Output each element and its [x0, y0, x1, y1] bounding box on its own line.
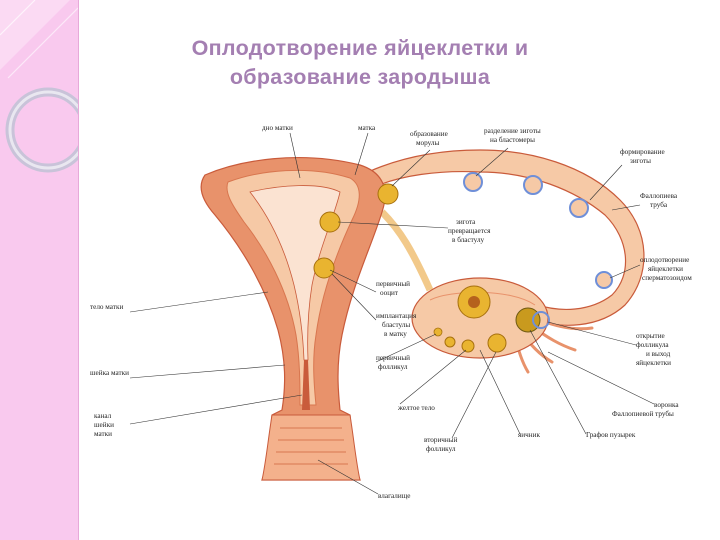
leader-implantation	[331, 273, 377, 321]
primary-follicle-small	[433, 327, 443, 337]
leader-zygote-formation	[589, 164, 623, 201]
zygote-stage	[523, 175, 543, 195]
label-canal-3: матки	[94, 430, 112, 438]
leader-cervical-canal	[129, 394, 303, 425]
label-primary-oocyte-1: первичный	[376, 280, 410, 288]
uterine-cavity	[249, 185, 341, 361]
leader-zygote-blastula	[337, 221, 449, 229]
label-zygote-formation-2: зиготы	[630, 157, 651, 165]
label-morula-1: образование	[410, 130, 448, 138]
label-primary-follicle-2: фолликул	[378, 363, 408, 371]
label-secondary-follicle-2: фолликул	[426, 445, 456, 453]
label-vagina: влагалище	[378, 492, 410, 500]
label-graafian-follicle: Графов пузырек	[586, 431, 636, 439]
label-implantation-2: бластулы	[382, 321, 410, 329]
label-division-2: на бластомеры	[490, 136, 535, 144]
label-fertilization-1: оплодотворение	[640, 256, 689, 264]
zygote-stage	[569, 198, 589, 218]
blastula	[319, 211, 341, 233]
vaginal-rugae	[274, 427, 348, 465]
label-zygote-formation-1: формирование	[620, 148, 665, 156]
leader-uterus-body	[129, 291, 269, 313]
leader-vagina	[317, 459, 379, 495]
leader-uterus-fundus	[289, 132, 301, 179]
label-zygote-blastula-2: превращается	[448, 227, 491, 235]
label-uterus-body: тело матки	[90, 303, 123, 311]
slide-title-line-1: Оплодотворение яйцеклетки и	[191, 36, 529, 60]
leader-uterus	[354, 132, 369, 176]
label-implantation-1: имплантация	[376, 312, 417, 320]
label-fallopian-tube-1: Фаллопиева	[640, 192, 678, 200]
morula	[377, 183, 399, 205]
sidebar-ring-highlight	[8, 90, 78, 170]
primary-follicle	[444, 336, 456, 348]
sidebar-diagonal-line	[7, 7, 78, 79]
leader-primary-oocyte	[329, 269, 377, 293]
leader-funnel	[547, 351, 655, 405]
label-secondary-follicle-1: вторичный	[424, 436, 458, 444]
slide-title: Оплодотворение яйцеклетки и образование …	[80, 34, 640, 92]
label-zygote-blastula-1: зигота	[456, 218, 476, 226]
label-implantation-3: в матку	[384, 330, 407, 338]
label-fertilization-3: сперматозоидом	[642, 274, 692, 282]
label-follicle-rupture-1: открытие	[636, 332, 665, 340]
label-follicle-rupture-2: фолликула	[636, 341, 669, 349]
leader-morula	[391, 149, 431, 187]
leader-graafian	[529, 329, 587, 435]
sidebar-diagonal-line	[0, 0, 36, 36]
sidebar-swirl-art	[0, 0, 78, 173]
label-primary-follicle-1: первичный	[376, 354, 410, 362]
ovarian-ligament	[379, 209, 434, 292]
implanting-blastula	[313, 257, 335, 279]
label-canal-1: канал	[94, 412, 112, 420]
label-morula-2: морулы	[416, 139, 440, 147]
label-cervix: шейка матки	[90, 369, 129, 377]
label-division-1: разделение зиготы	[484, 127, 541, 135]
label-primary-oocyte-2: ооцит	[380, 289, 399, 297]
label-funnel-2: Фаллопиевой трубы	[612, 410, 674, 418]
cervical-canal	[302, 360, 310, 410]
graafian-follicle-core	[468, 296, 480, 308]
leader-division	[475, 147, 509, 177]
zygote-stage	[463, 172, 483, 192]
label-zygote-blastula-3: в бластулу	[452, 236, 485, 244]
leader-follicle-rupture	[547, 321, 637, 346]
leader-ovary	[479, 349, 521, 435]
fertilized-egg	[595, 271, 613, 289]
label-ovary: яичник	[518, 431, 540, 439]
label-follicle-rupture-4: яйцеклетки	[636, 359, 671, 367]
leader-secondary-follicle	[451, 351, 497, 439]
fimbriae	[513, 318, 594, 374]
sidebar-decoration	[0, 0, 79, 540]
label-follicle-rupture-3: и выход	[646, 350, 671, 358]
vagina	[261, 414, 361, 481]
label-canal-2: шейки	[94, 421, 114, 429]
leader-yellow-body	[399, 349, 467, 405]
leader-primary-follicle	[375, 333, 437, 363]
label-uterus-fundus: дно матки	[262, 124, 293, 132]
label-fertilization-2: яйцеклетки	[648, 265, 683, 273]
released-egg	[532, 311, 550, 329]
leader-fallopian-tube	[611, 204, 641, 211]
slide-title-line-2: образование зародыша	[229, 65, 491, 89]
label-uterus: матка	[358, 124, 376, 132]
secondary-follicle	[487, 333, 507, 353]
label-yellow-body: желтое тело	[397, 404, 435, 412]
ruptured-follicle	[515, 307, 541, 333]
leader-fertilization	[609, 264, 641, 279]
leader-cervix	[129, 364, 286, 379]
label-fallopian-tube-2: труба	[650, 201, 668, 209]
label-funnel-1: воронка	[654, 401, 679, 409]
yellow-body	[461, 339, 475, 353]
